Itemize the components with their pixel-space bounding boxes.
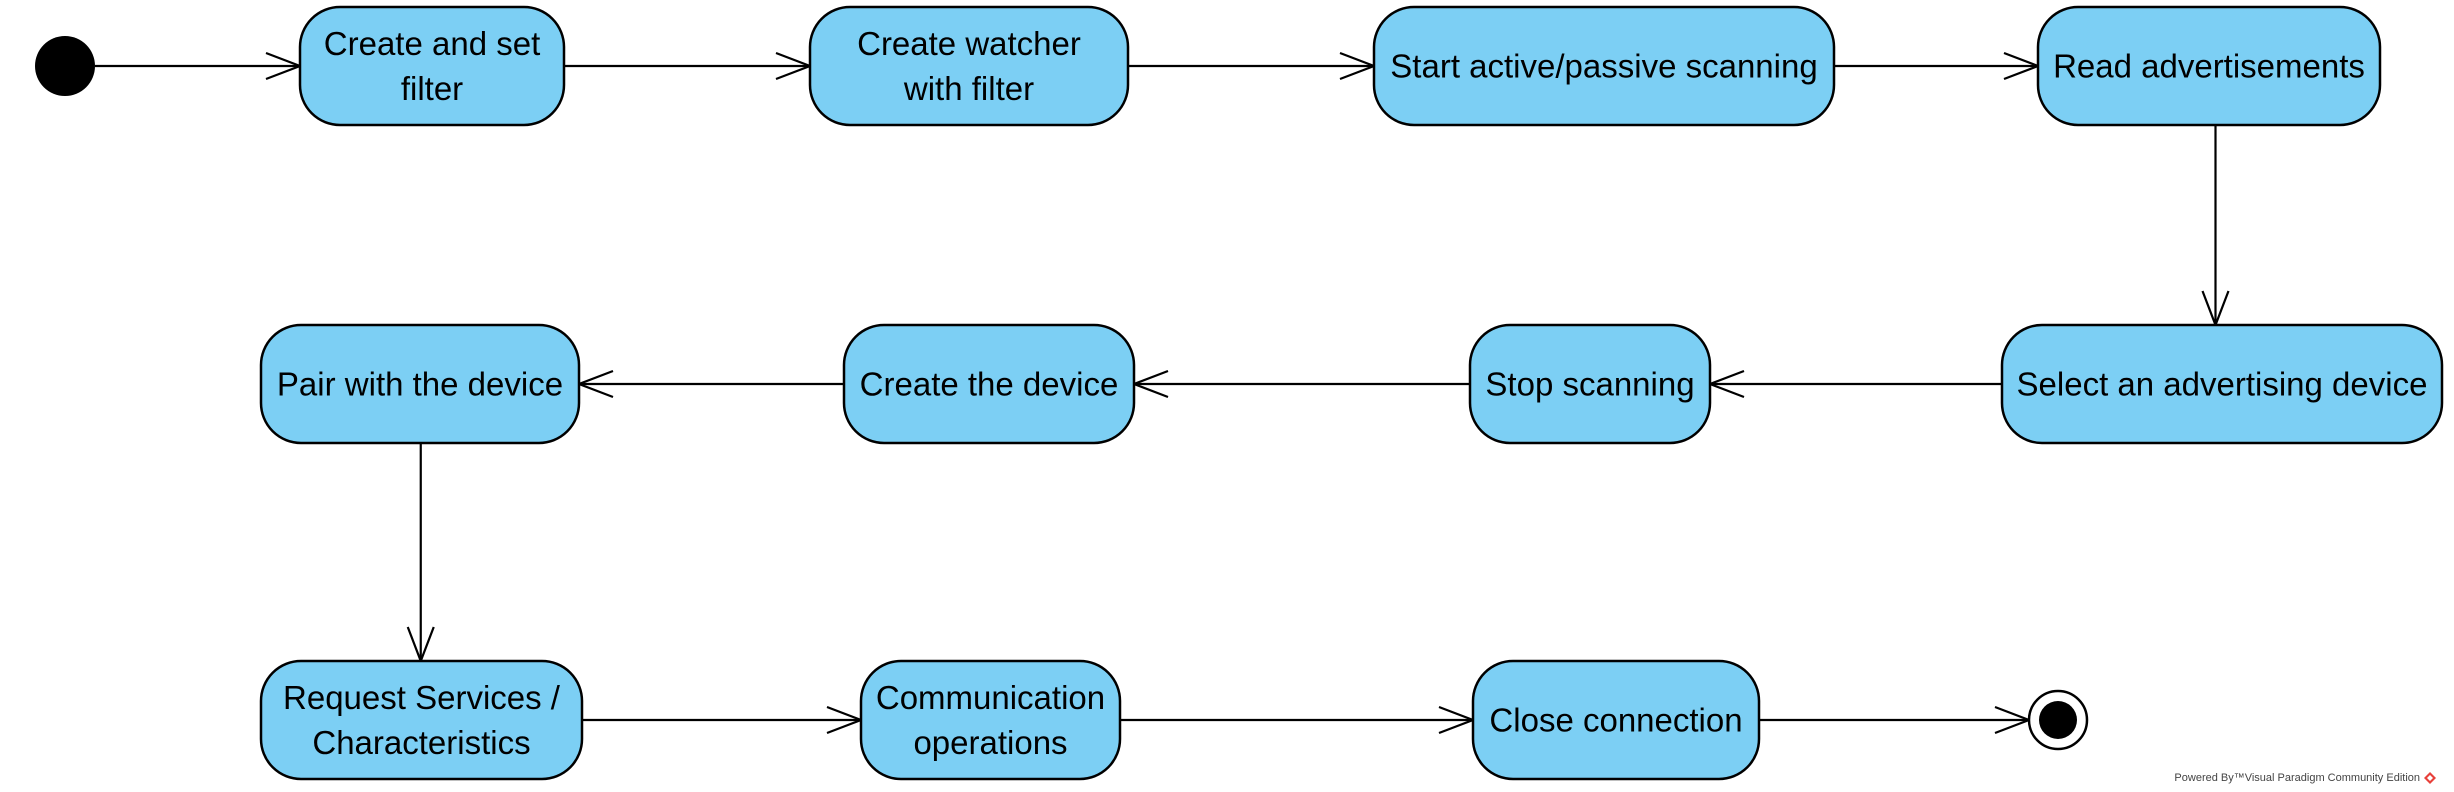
activity-a3: Start active/passive scanning bbox=[1372, 5, 1836, 127]
flow-a10-to-a11 bbox=[1120, 705, 1477, 735]
activity-label: Create and set bbox=[324, 25, 540, 62]
flow-a8-to-a9 bbox=[406, 443, 435, 665]
flow-a9-to-a10 bbox=[582, 705, 865, 735]
activity-a1: Create and set filter bbox=[298, 5, 566, 127]
flow-a4-to-a5 bbox=[2201, 125, 2230, 329]
activity-label: Select an advertising device bbox=[2017, 366, 2428, 403]
activity-label: Start active/passive scanning bbox=[1390, 48, 1817, 85]
flow-initial-to-a1 bbox=[95, 51, 304, 81]
control-flows bbox=[95, 51, 2230, 735]
activity-a10: Communication operations bbox=[859, 659, 1122, 781]
watermark-text: Powered By™Visual Paradigm Community Edi… bbox=[2174, 772, 2420, 784]
activity-a7: Create the device bbox=[842, 323, 1136, 445]
flow-a6-to-a7 bbox=[1130, 369, 1470, 399]
visual-paradigm-logo-icon bbox=[2424, 772, 2436, 784]
activity-label: with filter bbox=[903, 70, 1034, 107]
activity-a5: Select an advertising device bbox=[2000, 323, 2444, 445]
flow-a1-to-a2 bbox=[564, 51, 814, 81]
activity-a2: Create watcher with filter bbox=[808, 5, 1130, 127]
activity-label: filter bbox=[401, 70, 463, 107]
activity-label: Request Services / bbox=[283, 679, 561, 716]
activity-label: Close connection bbox=[1489, 702, 1742, 739]
initial-node bbox=[35, 36, 95, 96]
flow-a2-to-a3 bbox=[1128, 51, 1378, 81]
activity-a4: Read advertisements bbox=[2036, 5, 2382, 127]
flow-a7-to-a8 bbox=[575, 369, 844, 399]
activity-label: operations bbox=[913, 724, 1067, 761]
activity-label: Communication bbox=[876, 679, 1105, 716]
activity-label: Read advertisements bbox=[2053, 48, 2365, 85]
activity-label: Stop scanning bbox=[1485, 366, 1694, 403]
flow-a11-to-final bbox=[1759, 705, 2033, 735]
activity-label: Create the device bbox=[860, 366, 1119, 403]
flow-a3-to-a4 bbox=[1834, 51, 2042, 81]
activity-a9: Request Services / Characteristics bbox=[259, 659, 584, 781]
flow-a5-to-a6 bbox=[1706, 369, 2002, 399]
activity-label: Characteristics bbox=[312, 724, 530, 761]
final-node bbox=[2027, 689, 2089, 751]
watermark: Powered By™Visual Paradigm Community Edi… bbox=[2174, 772, 2436, 784]
activity-a8: Pair with the device bbox=[259, 323, 581, 445]
activity-label: Create watcher bbox=[857, 25, 1081, 62]
activity-label: Pair with the device bbox=[277, 366, 563, 403]
activity-nodes: Create and set filter Create watcher with f… bbox=[35, 5, 2444, 781]
activity-a11: Close connection bbox=[1471, 659, 1761, 781]
activity-a6: Stop scanning bbox=[1468, 323, 1712, 445]
